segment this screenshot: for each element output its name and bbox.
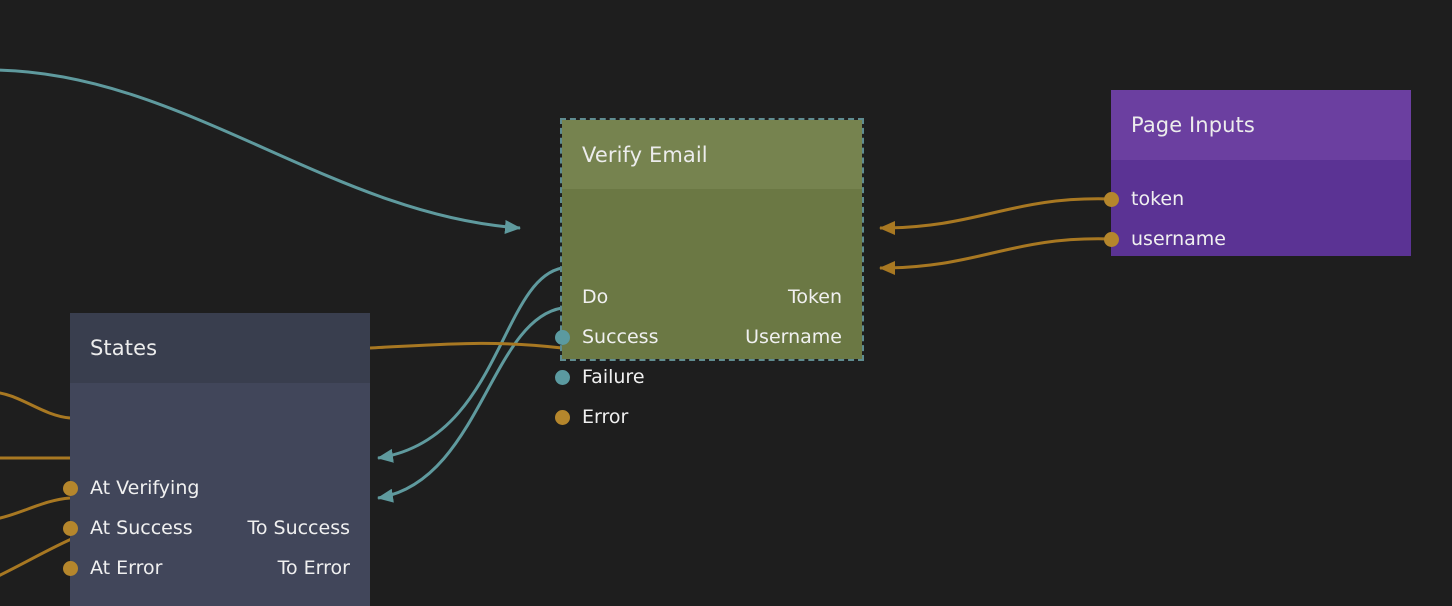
port-label-at-success: At Success [90, 517, 193, 539]
node-states-header[interactable]: States [70, 313, 370, 383]
wire-success-to-states [377, 266, 563, 463]
port-row-at-verifying[interactable]: At Verifying [62, 468, 370, 508]
node-page-inputs[interactable]: Page Inputs token username [1103, 90, 1411, 259]
wire-failure-to-states [377, 306, 563, 503]
port-label-failure: Failure [582, 366, 645, 388]
port-dot-success[interactable] [554, 329, 570, 345]
port-dot-at-verifying[interactable] [62, 480, 78, 496]
node-states-body: At Verifying At Success To Success At Er… [62, 383, 370, 606]
port-row-do[interactable]: Do Token [562, 277, 862, 317]
node-verify-email[interactable]: Verify Email Do Token Success Username F… [554, 118, 864, 428]
port-label-username-input: username [1131, 228, 1226, 250]
wire-offscreen-to-at-error [0, 496, 71, 520]
port-dot-failure[interactable] [554, 369, 570, 385]
port-row-username[interactable]: username [1103, 219, 1411, 259]
port-label-username: Username [745, 326, 842, 348]
node-states-title: States [90, 336, 158, 360]
port-label-do: Do [582, 286, 609, 308]
port-row-failure[interactable]: Failure [554, 357, 862, 397]
port-label-to-error: To Error [277, 557, 350, 579]
port-label-token-input: token [1131, 188, 1185, 210]
node-page-inputs-title: Page Inputs [1131, 113, 1255, 137]
wire-token-to-token [879, 197, 1112, 235]
port-label-error: Error [582, 406, 629, 428]
wire-offscreen-to-do [0, 68, 521, 234]
node-verify-email-title: Verify Email [582, 142, 708, 167]
port-dot-at-error[interactable] [62, 560, 78, 576]
wire-offscreen-to-at-verifying [0, 391, 71, 420]
wire-username-to-username [879, 237, 1112, 275]
port-row-token[interactable]: token [1103, 179, 1411, 219]
port-label-token: Token [787, 286, 842, 308]
wire-states-to-error [369, 341, 563, 350]
port-label-at-error: At Error [90, 557, 163, 579]
port-label-to-success: To Success [247, 517, 350, 539]
node-states[interactable]: States At Verifying At Success To Succes… [62, 313, 370, 606]
port-row-error[interactable]: Error [554, 397, 862, 437]
port-label-at-verifying: At Verifying [90, 477, 200, 499]
node-verify-email-body: Do Token Success Username Failure Error [554, 189, 862, 428]
node-page-inputs-body: token username [1103, 160, 1411, 259]
node-page-inputs-header[interactable]: Page Inputs [1111, 90, 1411, 160]
node-verify-email-header[interactable]: Verify Email [562, 120, 862, 189]
port-row-success[interactable]: Success Username [554, 317, 862, 357]
port-dot-error[interactable] [554, 409, 570, 425]
port-dot-at-success[interactable] [62, 520, 78, 536]
port-dot-username[interactable] [1103, 231, 1119, 247]
port-dot-token[interactable] [1103, 191, 1119, 207]
port-row-at-error[interactable]: At Error To Error [62, 548, 370, 588]
port-label-success: Success [582, 326, 659, 348]
node-verify-email-footer [562, 307, 862, 359]
port-row-at-success[interactable]: At Success To Success [62, 508, 370, 548]
